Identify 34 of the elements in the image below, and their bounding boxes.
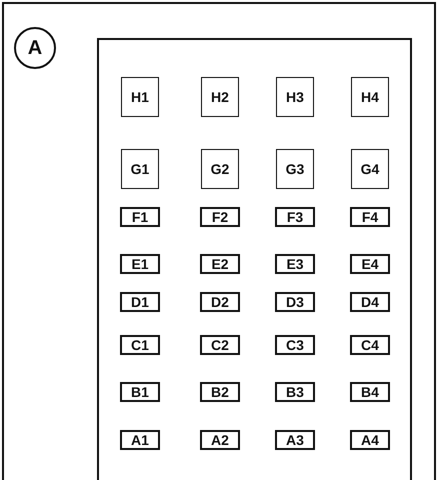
view-label: A	[14, 27, 56, 69]
fuse-label: C3	[275, 335, 315, 355]
fuse-label: F1	[120, 207, 160, 227]
relay-label: H2	[201, 77, 239, 117]
fuse-label: A4	[350, 430, 390, 450]
fuse-label: C4	[350, 335, 390, 355]
fuse-label: A2	[200, 430, 240, 450]
fuse-label: B1	[120, 382, 160, 402]
fuse-label: D4	[350, 292, 390, 312]
fuse-label: C1	[120, 335, 160, 355]
relay-label: G1	[121, 149, 159, 189]
fuse-label: B4	[350, 382, 390, 402]
fuse-label: B3	[275, 382, 315, 402]
relay-label: H4	[351, 77, 389, 117]
relay-label: G4	[351, 149, 389, 189]
relay-label: G3	[276, 149, 314, 189]
fuse-label: F2	[200, 207, 240, 227]
fuse-label: C2	[200, 335, 240, 355]
relay-label: G2	[201, 149, 239, 189]
relay-label: H1	[121, 77, 159, 117]
fuse-label: E3	[275, 254, 315, 274]
fuse-label: E2	[200, 254, 240, 274]
fuse-label: A3	[275, 430, 315, 450]
fuse-panel	[97, 38, 412, 480]
fuse-label: E4	[350, 254, 390, 274]
fuse-label: B2	[200, 382, 240, 402]
fuse-label: F4	[350, 207, 390, 227]
relay-label: H3	[276, 77, 314, 117]
fuse-label: A1	[120, 430, 160, 450]
fuse-label: F3	[275, 207, 315, 227]
fuse-label: D3	[275, 292, 315, 312]
fuse-label: E1	[120, 254, 160, 274]
fuse-label: D2	[200, 292, 240, 312]
fuse-label: D1	[120, 292, 160, 312]
